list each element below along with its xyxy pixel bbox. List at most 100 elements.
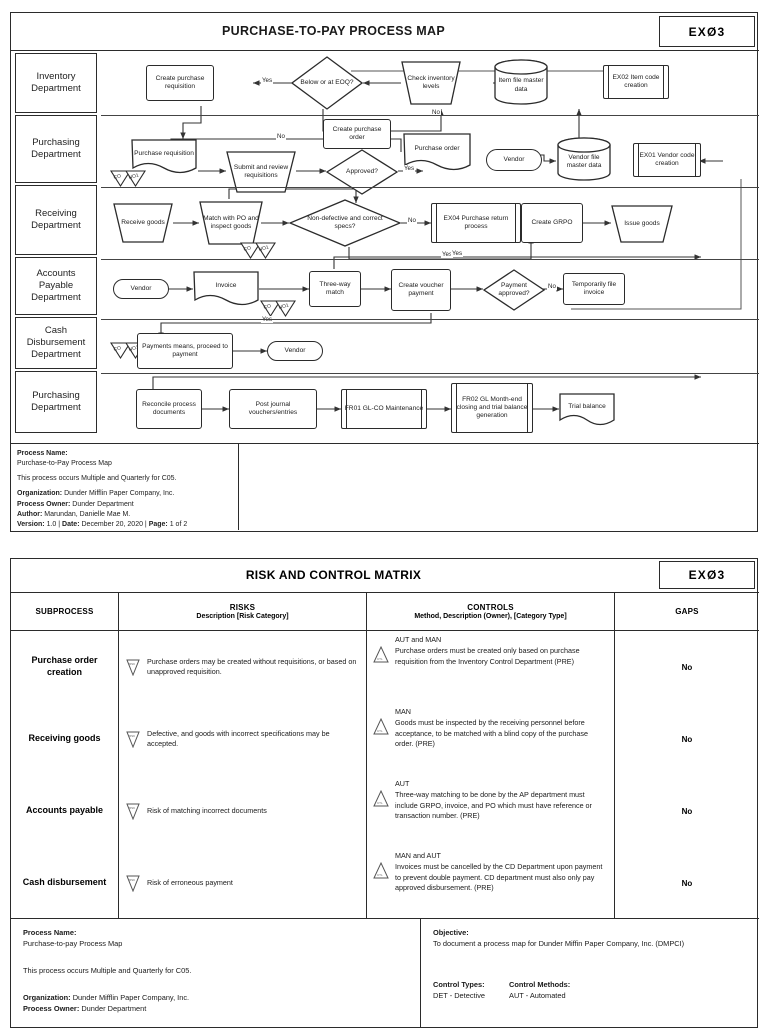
node-label: Invoice: [215, 281, 237, 289]
swimlane-text: Purchasing Department: [31, 137, 81, 160]
rcm-title: RISK AND CONTROL MATRIX: [245, 568, 422, 582]
node-post-journal-vouchers[interactable]: Post journal vouchers/entries: [229, 389, 317, 429]
control-text: MAN Goods must be inspected by the recei…: [395, 707, 608, 750]
table-row[interactable]: Cash disbursement RSK Risk of erroneous …: [11, 847, 759, 919]
node-ex02-item-code-creation[interactable]: EX02 Item code creation: [603, 65, 669, 99]
node-vendor-cd[interactable]: Vendor: [267, 341, 323, 361]
node-approved[interactable]: Approved?: [326, 149, 398, 195]
control-method: MAN and AUT: [395, 851, 441, 860]
node-temporarily-file-invoice[interactable]: Temporarily file invoice: [563, 273, 625, 305]
swimlane-text: Inventory Department: [31, 71, 81, 94]
edge-label-no-requisition: No: [276, 133, 286, 140]
edge-label-yes: Yes: [261, 77, 274, 84]
process-map-title: PURCHASE-TO-PAY PROCESS MAP: [222, 24, 445, 38]
node-ex01-vendor-code-creation[interactable]: EX01 Vendor code creation: [633, 143, 701, 177]
svg-text:RSK: RSK: [129, 878, 135, 882]
node-vendor-ap[interactable]: Vendor: [113, 279, 169, 299]
cell-control: CTL AUT Three-way matching to be done by…: [367, 775, 615, 847]
svg-text:NO1: NO1: [128, 345, 140, 353]
node-create-purchase-order[interactable]: Create purchase order: [323, 119, 391, 149]
table-row[interactable]: Purchase order creation RSK Purchase ord…: [11, 631, 759, 703]
node-reconcile-process-documents[interactable]: Reconcile process documents: [136, 389, 202, 429]
column-header-subtext: Method, Description (Owner), [Category T…: [414, 613, 567, 620]
control-method: MAN: [395, 707, 411, 716]
cell-gap: No: [681, 662, 693, 672]
column-header-text: RISKS: [229, 603, 256, 612]
control-marker-receiving: CO NO1: [239, 241, 279, 260]
process-map-footer-info: Process Name: Purchase-to-Pay Process Ma…: [11, 444, 239, 530]
node-label: Create voucher payment: [398, 281, 444, 297]
rcm-occurrence: This process occurs Multiple and Quarter…: [23, 966, 192, 976]
version-label: Version:: [17, 520, 45, 528]
node-trial-balance[interactable]: Trial balance: [559, 393, 615, 429]
process-map-titlebar: PURCHASE-TO-PAY PROCESS MAP EXØ3: [11, 13, 759, 51]
organization-value: Dunder Mifflin Paper Company, Inc.: [64, 490, 175, 498]
node-label: Three-way match: [319, 280, 351, 296]
rcm-process-name-value: Purchase-to-pay Process Map: [23, 939, 123, 949]
rcm-process-owner-label: Process Owner:: [23, 1004, 80, 1014]
svg-text:CO: CO: [113, 345, 122, 353]
svg-text:CO: CO: [263, 303, 272, 311]
column-header-text: GAPS: [675, 607, 699, 616]
svg-text:NO1: NO1: [278, 303, 290, 311]
rcm-process-name-label: Process Name:: [23, 928, 77, 937]
cell-gap: No: [681, 878, 693, 888]
svg-text:CO: CO: [243, 245, 252, 253]
svg-text:CTL: CTL: [377, 873, 383, 877]
node-label: Below or at EOQ?: [300, 78, 354, 86]
risk-control-matrix-sheet: RISK AND CONTROL MATRIX EXØ3 SUBPROCESS …: [10, 558, 759, 1028]
node-create-purchase-requisition[interactable]: Create purchase requisition: [146, 65, 214, 101]
node-invoice[interactable]: Invoice: [193, 271, 259, 309]
node-payment-approved[interactable]: Payment approved?: [483, 269, 545, 311]
node-fr02-gl-month-end[interactable]: FR02 GL Month-end closing and trial bala…: [451, 383, 533, 433]
node-ex04-purchase-return-process[interactable]: EX04 Purchase return process: [431, 203, 521, 243]
node-three-way-match[interactable]: Three-way match: [309, 271, 361, 307]
node-purchase-order[interactable]: Purchase order: [403, 133, 471, 175]
page-value: 1 of 2: [169, 520, 188, 528]
node-receive-goods[interactable]: Receive goods: [113, 203, 173, 243]
risk-text: Risk of matching incorrect documents: [147, 805, 267, 815]
node-label: Check inventory levels: [407, 74, 455, 90]
author-label: Author:: [17, 510, 43, 518]
control-marker-ap: CO NO1: [259, 299, 299, 318]
node-payments-means-proceed[interactable]: Payments means, proceed to payment: [137, 333, 233, 369]
node-vendor-purchasing[interactable]: Vendor: [486, 149, 542, 171]
date-label: Date:: [62, 520, 80, 528]
node-fr01-gl-co-maintenance[interactable]: FR01 GL-CO Maintenance: [341, 389, 427, 429]
edge-label-yes-defect: Yes: [441, 251, 454, 258]
node-submit-review-requisitions[interactable]: Submit and review requisitions: [226, 151, 296, 193]
risk-triangle-icon: RSK: [125, 730, 141, 748]
node-label: Payments means, proceed to payment: [142, 342, 228, 358]
node-non-defective-correct-specs[interactable]: Non-defective and correct specs?: [289, 199, 401, 247]
table-row[interactable]: Receiving goods RSK Defective, and goods…: [11, 703, 759, 775]
svg-text:RSK: RSK: [129, 662, 135, 666]
cell-gap: No: [681, 734, 693, 744]
svg-text:NO1: NO1: [128, 173, 140, 181]
edge-label-no-payment: No: [547, 283, 557, 290]
node-issue-goods[interactable]: Issue goods: [611, 205, 673, 243]
risk-text: Purchase orders may be created without r…: [147, 656, 357, 676]
node-create-grpo[interactable]: Create GRPO: [521, 203, 583, 243]
cell-subprocess: Receiving goods: [11, 703, 119, 775]
node-match-with-po[interactable]: Match with PO and inspect goods: [199, 201, 263, 245]
swimlane-text: Purchasing Department: [31, 390, 81, 413]
cell-risk: RSK Purchase orders may be created witho…: [119, 631, 367, 703]
node-vendor-file-master-data[interactable]: Vendor file master data: [556, 137, 612, 181]
node-check-inventory-levels[interactable]: Check inventory levels: [401, 61, 461, 105]
process-owner-value: Dunder Department: [72, 500, 134, 508]
version-value: 1.0: [46, 520, 57, 528]
node-purchase-requisition[interactable]: Purchase requisition: [131, 139, 197, 177]
node-item-file-master-data[interactable]: Item file master data: [493, 59, 549, 105]
control-triangle-icon: CTL: [373, 717, 389, 735]
rcm-titlebar: RISK AND CONTROL MATRIX EXØ3: [11, 559, 759, 593]
node-label: EX04 Purchase return process: [443, 214, 509, 230]
control-description: Purchase orders must be created only bas…: [395, 646, 580, 666]
rcm-footer-left: Process Name: Purchase-to-pay Process Ma…: [11, 919, 421, 1027]
node-below-or-at-eoq[interactable]: Below or at EOQ?: [291, 56, 363, 110]
control-text: AUT and MAN Purchase orders must be crea…: [395, 635, 608, 667]
table-row[interactable]: Accounts payable RSK Risk of matching in…: [11, 775, 759, 847]
cell-risk: RSK Defective, and goods with incorrect …: [119, 703, 367, 775]
node-create-voucher-payment[interactable]: Create voucher payment: [391, 269, 451, 311]
node-label: Create GRPO: [531, 218, 573, 226]
svg-text:CTL: CTL: [377, 801, 383, 805]
